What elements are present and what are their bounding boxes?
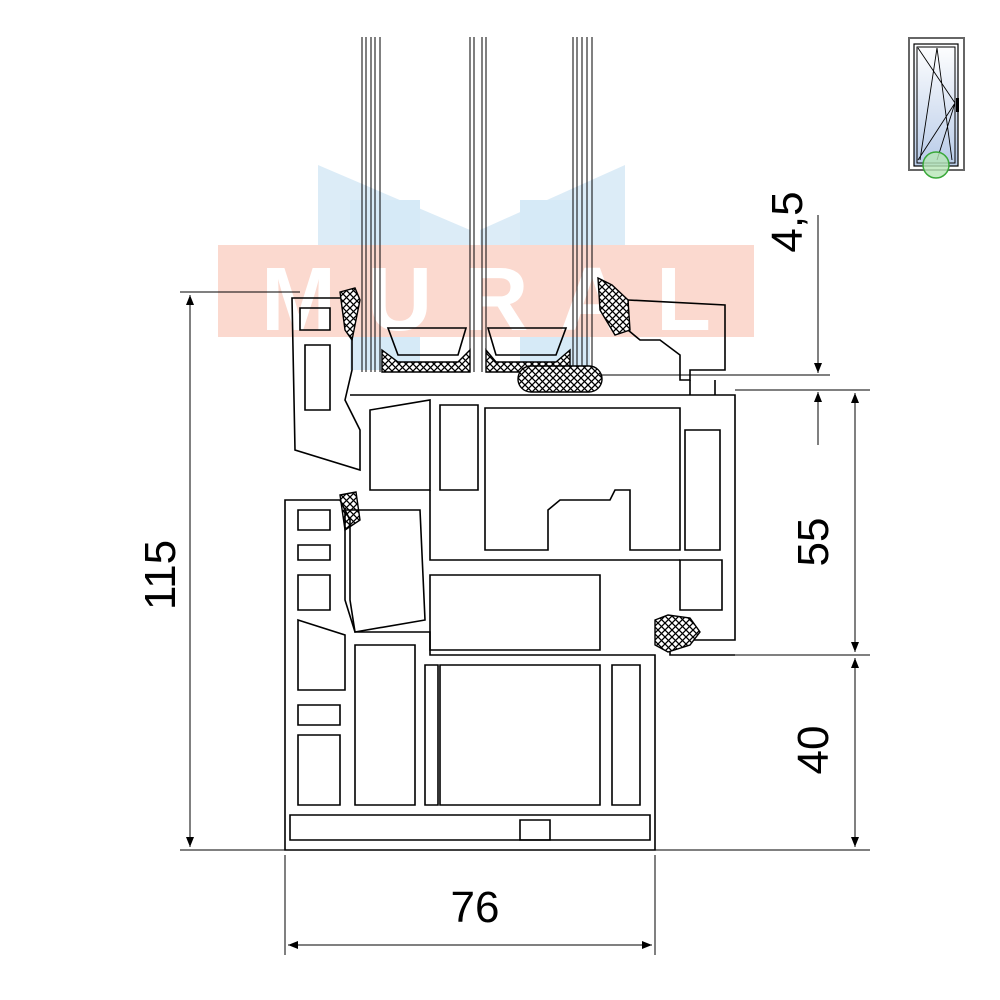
frame-gasket-inner (654, 614, 701, 653)
dimension-overall-width: 76 (451, 883, 500, 932)
dimension-overall-height: 115 (136, 540, 185, 610)
dimension-sash-height: 55 (789, 518, 838, 567)
sash-gasket-outer (339, 287, 361, 342)
dimension-lines (180, 215, 870, 955)
dimension-overlap: 4,5 (763, 191, 812, 252)
dimension-frame-height: 40 (789, 726, 838, 775)
glazing-bead-gasket (597, 276, 631, 336)
highlight-circle (922, 151, 950, 179)
glass-unit (361, 37, 603, 393)
window-type-icon (908, 37, 965, 179)
frame-profile (284, 499, 656, 851)
